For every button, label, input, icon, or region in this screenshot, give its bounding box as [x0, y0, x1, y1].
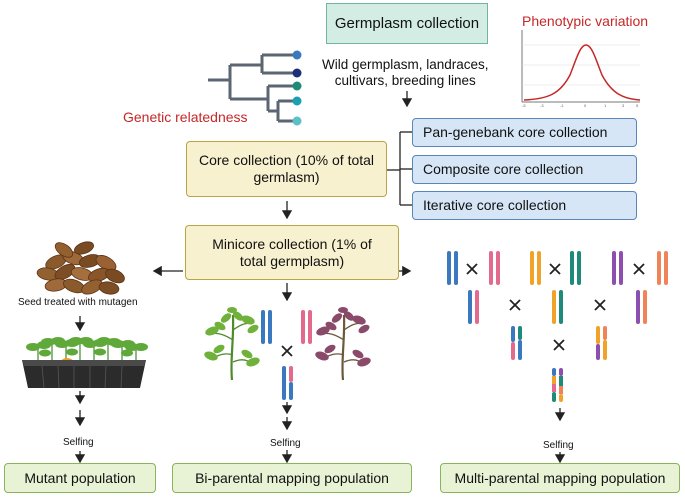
minicore-line2: total germplasm) [239, 252, 345, 269]
composite-core-label: Composite core collection [423, 161, 584, 177]
core-collection-line1: Core collection (10% of total [198, 152, 375, 168]
svg-text:0: 0 [584, 103, 587, 108]
seeds-icon [36, 241, 125, 295]
composite-core-box: Composite core collection [412, 155, 637, 184]
svg-text:3: 3 [622, 103, 625, 108]
pan-genebank-box: Pan-genebank core collection [412, 118, 637, 147]
germplasm-collection-box: Germplasm collection [326, 3, 488, 44]
minicore-line1: Minicore collection (1% of [212, 235, 372, 252]
seedling-tray-icon [22, 337, 148, 389]
green-plant-icon [204, 307, 260, 381]
genetic-relatedness-label: Genetic relatedness [123, 109, 248, 125]
svg-text:-3: -3 [540, 103, 544, 108]
svg-text:-5: -5 [522, 103, 526, 108]
seed-treated-label: Seed treated with mutagen [18, 297, 138, 308]
bell-curve-icon: -5 -3 -1 0 1 3 5 [521, 30, 641, 108]
right-selfing-label: Selfing [543, 440, 574, 451]
germplasm-types-text: Wild germplasm, landraces, cultivars, br… [322, 57, 489, 89]
svg-text:-1: -1 [560, 103, 564, 108]
multi-parental-population-label: Multi-parental mapping population [454, 469, 666, 486]
left-selfing-label: Selfing [63, 437, 94, 448]
phenotypic-variation-label: Phenotypic variation [522, 13, 649, 29]
bi-parental-population-label: Bi-parental mapping population [195, 469, 389, 486]
middle-selfing-label: Selfing [270, 438, 301, 449]
bi-parental-chromosomes-icon [261, 310, 312, 400]
germplasm-collection-label: Germplasm collection [334, 15, 480, 32]
minicore-collection-box: Minicore collection (1% of total germpla… [185, 225, 399, 280]
iterative-core-label: Iterative core collection [423, 197, 567, 213]
multi-parental-chromosomes-icon [447, 251, 668, 402]
flow-arrows [74, 91, 566, 464]
germplasm-types-line2: cultivars, breeding lines [334, 73, 476, 88]
iterative-core-box: Iterative core collection [412, 191, 637, 220]
mutant-population-box: Mutant population [4, 463, 156, 493]
svg-text:5: 5 [636, 103, 639, 108]
core-collection-line2: germlasm) [253, 169, 320, 185]
mutant-population-label: Mutant population [24, 469, 136, 486]
germplasm-types-line1: Wild germplasm, landraces, [322, 57, 489, 72]
bi-parental-population-box: Bi-parental mapping population [172, 463, 412, 493]
multi-parental-population-box: Multi-parental mapping population [440, 463, 680, 493]
core-collection-box: Core collection (10% of total germlasm) [186, 141, 387, 197]
pan-genebank-label: Pan-genebank core collection [423, 124, 608, 140]
svg-text:1: 1 [604, 103, 607, 108]
purple-plant-icon [315, 307, 371, 381]
